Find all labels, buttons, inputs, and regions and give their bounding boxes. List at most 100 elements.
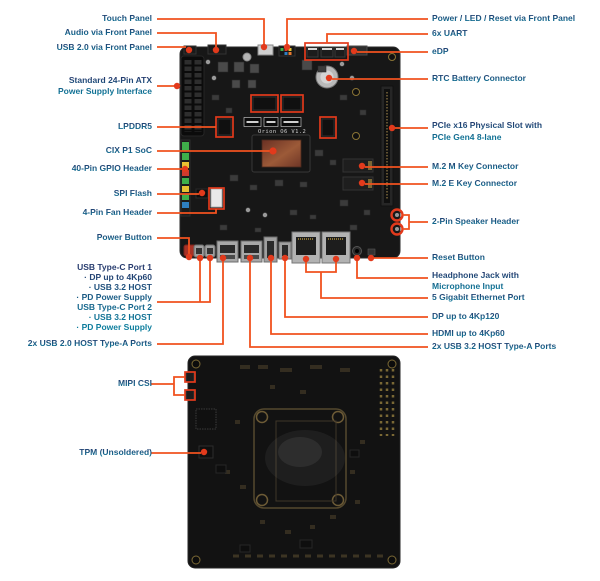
callout-dot-usb32-a bbox=[246, 254, 254, 262]
callout-line-dp bbox=[284, 259, 428, 318]
highlight-box-lpddr5-c bbox=[319, 116, 337, 139]
atx-24pin-connector bbox=[180, 55, 205, 137]
callout-dot-dp bbox=[281, 254, 289, 262]
label-cix-p1-soc: CIX P1 SoC bbox=[0, 145, 152, 156]
label-headphone-jack: Headphone Jack with Microphone Input bbox=[432, 270, 600, 292]
headphone-jack bbox=[352, 246, 362, 256]
label-power-button: Power Button bbox=[0, 232, 152, 243]
callout-dot-usb20-a bbox=[219, 254, 227, 262]
mipi-csi-connector-2 bbox=[185, 389, 195, 401]
callout-dot-gpio bbox=[181, 165, 189, 173]
callout-dot-type-c-1 bbox=[196, 254, 204, 262]
label-tpm: TPM (Unsoldered) bbox=[0, 447, 152, 458]
speaker-header-pin-1 bbox=[395, 213, 399, 217]
bottom-board-photo bbox=[185, 355, 401, 569]
callout-dot-tpm bbox=[200, 448, 208, 456]
callout-dot-usb2-fp bbox=[185, 46, 193, 54]
callout-dot-edp bbox=[350, 47, 358, 55]
callout-line-usb20-a bbox=[157, 260, 224, 345]
pcie-x16-slot bbox=[380, 85, 394, 207]
callout-dot-spi bbox=[198, 189, 206, 197]
label-edp: eDP bbox=[432, 46, 600, 57]
highlight-box-lpddr5-a bbox=[250, 94, 279, 113]
reset-button-component bbox=[367, 248, 376, 256]
back-side-chips bbox=[215, 449, 360, 553]
label-usb20-front-panel: USB 2.0 via Front Panel bbox=[0, 42, 152, 53]
callout-dot-ethernet-1 bbox=[302, 255, 310, 263]
label-m2-e-key: M.2 E Key Connector bbox=[432, 178, 600, 189]
callout-line-audio bbox=[157, 32, 217, 47]
callout-line-hdmi bbox=[270, 259, 428, 335]
label-reset-button: Reset Button bbox=[432, 252, 600, 263]
label-speaker-header: 2-Pin Speaker Header bbox=[432, 216, 600, 227]
label-mipi-csi: MIPI CSI bbox=[0, 378, 152, 389]
callout-dot-touch-panel bbox=[260, 43, 268, 51]
label-usb-type-c-ports: USB Type-C Port 1 · DP up to 4Kp60 · USB… bbox=[0, 262, 152, 332]
label-rtc-battery: RTC Battery Connector bbox=[432, 73, 600, 84]
label-dp-output: DP up to 4Kp120 bbox=[432, 311, 600, 322]
label-hdmi-output: HDMI up to 4Kp60 bbox=[432, 328, 600, 339]
board-components-texture bbox=[205, 59, 371, 233]
callout-line-headphone bbox=[356, 259, 428, 279]
label-gpio-header: 40-Pin GPIO Header bbox=[0, 163, 152, 174]
callout-dot-headphone bbox=[353, 254, 361, 262]
callouts bbox=[151, 18, 428, 456]
callout-dot-m2e bbox=[358, 179, 366, 187]
label-front-panel-power: Power / LED / Reset via Front Panel bbox=[432, 13, 600, 24]
fan-header bbox=[210, 188, 223, 208]
callout-line-type-c bbox=[157, 259, 211, 303]
screw-holes bbox=[242, 52, 396, 140]
lpddr5-chips bbox=[217, 96, 335, 137]
callout-dot-rtc bbox=[325, 74, 333, 82]
highlight-box-lpddr5-b bbox=[280, 94, 304, 113]
callout-line-power-button bbox=[157, 237, 190, 255]
label-spi-flash: SPI Flash bbox=[0, 188, 152, 199]
callout-dot-m2m bbox=[358, 162, 366, 170]
callout-dot-soc bbox=[269, 147, 277, 155]
label-atx-power: Standard 24-Pin ATX Power Supply Interfa… bbox=[0, 75, 152, 97]
label-audio-front-panel: Audio via Front Panel bbox=[0, 27, 152, 38]
callout-dot-hdmi bbox=[267, 254, 275, 262]
m2-m-key-connector bbox=[342, 158, 374, 173]
callout-line-fp-power bbox=[286, 18, 428, 44]
label-pcie-slot: PCIe x16 Physical Slot with PCIe Gen4 8-… bbox=[432, 119, 600, 143]
callout-dot-ethernet-2 bbox=[332, 255, 340, 263]
board-silkscreen-text: Orion O6 V1.2 bbox=[258, 129, 306, 135]
callout-line-uart bbox=[326, 33, 428, 43]
label-ethernet-port: 5 Gigabit Ethernet Port bbox=[432, 292, 600, 303]
label-uart: 6x UART bbox=[432, 28, 600, 39]
callout-bracket-mipi bbox=[173, 376, 185, 396]
callout-dot-pcie bbox=[388, 124, 396, 132]
callout-line-ethernet-2 bbox=[320, 272, 428, 299]
cix-p1-soc bbox=[251, 134, 311, 173]
gpio-through-hole-pads bbox=[379, 369, 395, 436]
silkscreen-badges bbox=[243, 117, 302, 127]
callout-line-usb32-a bbox=[249, 259, 428, 348]
top-board-photo: Orion O6 V1.2 bbox=[179, 44, 401, 264]
callout-line-fan bbox=[157, 209, 217, 214]
label-usb20-type-a-ports: 2x USB 2.0 HOST Type-A Ports bbox=[0, 338, 152, 349]
label-fan-header: 4-Pin Fan Header bbox=[0, 207, 152, 218]
mipi-csi-connector-1 bbox=[185, 371, 195, 383]
back-side-texture bbox=[225, 365, 365, 534]
mounting-holes bbox=[191, 359, 397, 565]
callout-dot-power-button bbox=[185, 253, 193, 261]
callout-dot-fp-power bbox=[283, 43, 291, 51]
callout-dot-audio bbox=[212, 46, 220, 54]
io-ports bbox=[193, 213, 399, 264]
callout-dot-atx bbox=[173, 82, 181, 90]
callout-bracket-speaker bbox=[402, 214, 410, 230]
callout-dot-type-c-2 bbox=[206, 254, 214, 262]
callout-line-touch-panel bbox=[157, 18, 265, 45]
callout-dot-reset bbox=[367, 254, 375, 262]
label-usb32-type-a-ports: 2x USB 3.2 HOST Type-A Ports bbox=[432, 341, 600, 352]
ethernet-port-2 bbox=[321, 231, 351, 264]
label-lpddr5: LPDDR5 bbox=[0, 121, 152, 132]
speaker-header-pin-2 bbox=[395, 227, 399, 231]
gpio-header bbox=[180, 139, 191, 217]
heatsink-mount-outline bbox=[253, 408, 347, 509]
qfp-chip bbox=[195, 408, 217, 430]
uart-headers bbox=[306, 46, 346, 58]
